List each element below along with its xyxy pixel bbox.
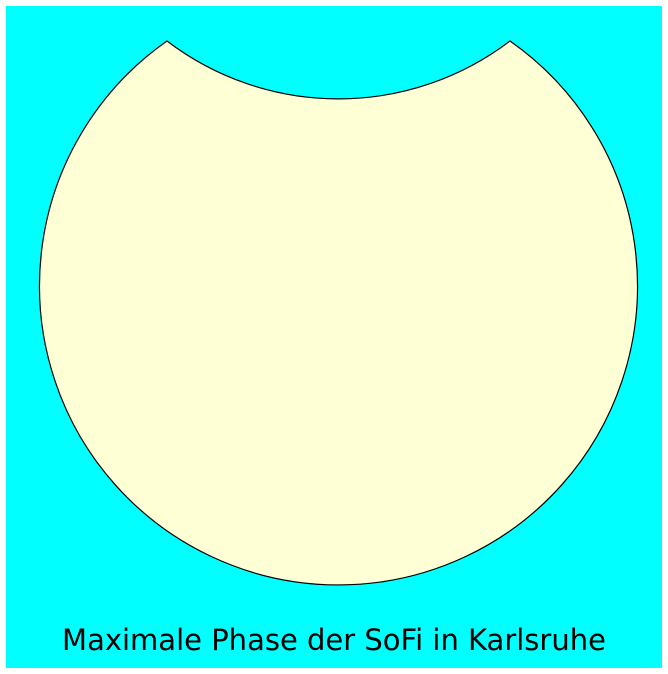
eclipse-panel: Maximale Phase der SoFi in Karlsruhe bbox=[6, 6, 662, 668]
caption-title: Maximale Phase der SoFi in Karlsruhe bbox=[62, 623, 606, 657]
eclipse-diagram bbox=[38, 40, 639, 586]
sun-crescent-shape bbox=[38, 40, 639, 586]
